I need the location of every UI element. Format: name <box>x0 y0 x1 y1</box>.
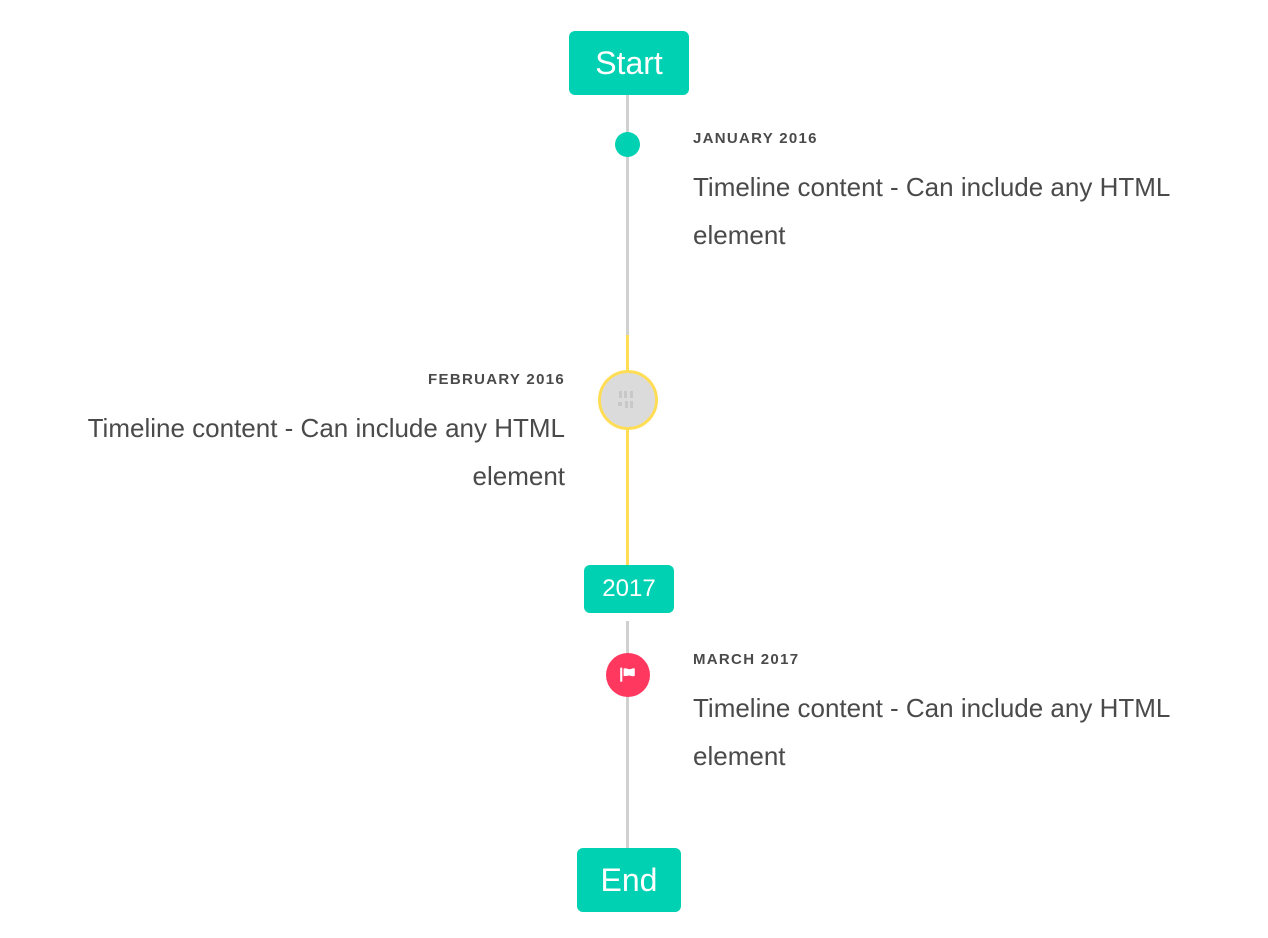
timeline-item-content: JANUARY 2016 Timeline content - Can incl… <box>693 129 1218 259</box>
broken-image-glyph <box>617 390 639 410</box>
timeline-divider-2017[interactable]: 2017 <box>584 565 674 613</box>
flag-icon[interactable] <box>606 653 650 697</box>
timeline-item-date: MARCH 2017 <box>693 651 800 668</box>
timeline-footer-end[interactable]: End <box>577 848 681 912</box>
timeline-rail-segment-bottom <box>626 621 629 848</box>
timeline-item-date: FEBRUARY 2016 <box>428 371 565 388</box>
timeline-header-start[interactable]: Start <box>569 31 689 95</box>
timeline-rail-segment-top <box>626 95 629 335</box>
dot-marker-icon[interactable] <box>615 132 640 157</box>
timeline-item-body: Timeline content - Can include any HTML … <box>693 693 1170 771</box>
timeline-item-body: Timeline content - Can include any HTML … <box>693 172 1170 250</box>
broken-image-icon[interactable] <box>598 370 658 430</box>
timeline-item-content: FEBRUARY 2016 Timeline content - Can inc… <box>40 370 565 500</box>
timeline-item-body: Timeline content - Can include any HTML … <box>87 413 565 491</box>
timeline-item-date: JANUARY 2016 <box>693 130 818 147</box>
timeline-item-content: MARCH 2017 Timeline content - Can includ… <box>693 650 1218 780</box>
timeline-rail-segment-highlight <box>626 335 629 567</box>
